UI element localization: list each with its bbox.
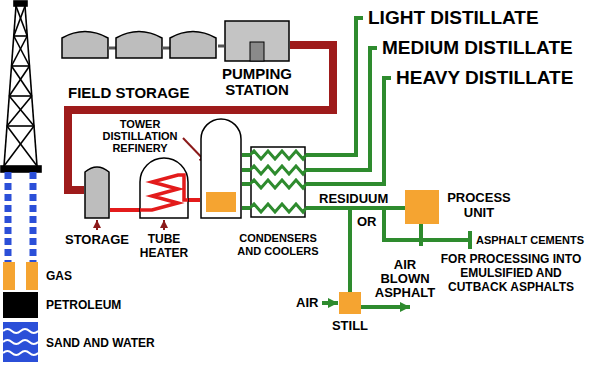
distillation-tower: TOWER DISTILLATION REFINERY: [200, 118, 242, 218]
product-label: ASPHALT CEMENTS: [476, 233, 596, 247]
well-casing: [8, 172, 33, 262]
process-unit-shape: [405, 190, 439, 224]
pumping-station-shape: [224, 20, 290, 62]
storage-tank: STORAGE: [84, 164, 110, 218]
pipe-connector: [110, 208, 140, 212]
storage-tank-shape: [84, 164, 110, 218]
condenser-cooler: CONDENSERS AND COOLERS: [250, 146, 306, 218]
pipe-connector: [218, 45, 224, 48]
still-unit-shape: [339, 292, 361, 314]
still-unit: STILL: [339, 292, 361, 314]
output-arrow: [361, 305, 410, 309]
tube-heater: TUBE HEATER: [140, 158, 188, 218]
storage-tanks: FIELD STORAGE: [60, 28, 218, 58]
distillation-tower-shape: [200, 118, 242, 218]
gas-layer: [3, 262, 38, 290]
product-label: MEDIUM DISTILLATE: [382, 38, 592, 58]
tube-heater-shape: [140, 158, 188, 218]
note-label: FOR PROCESSING INTO EMULSIFIED AND CUTBA…: [436, 252, 586, 294]
branch-label: OR: [357, 214, 383, 229]
stratum-label: SAND AND WATER: [46, 336, 176, 350]
process-unit: PROCESS UNIT: [405, 190, 439, 224]
node-label: STORAGE: [62, 232, 132, 247]
pumping-station: PUMPING STATION: [224, 20, 290, 62]
pipe-connector: [242, 155, 250, 208]
stratum-label: PETROLEUM: [46, 298, 136, 312]
sand-water-layer: [3, 322, 38, 362]
stratum-label: GAS: [46, 269, 106, 283]
node-label: STILL: [330, 318, 370, 333]
node-label: FIELD STORAGE: [68, 84, 208, 102]
node-label: PUMPING STATION: [216, 66, 298, 98]
node-label: TOWER DISTILLATION REFINERY: [98, 118, 182, 154]
node-label: TUBE HEATER: [136, 232, 192, 260]
edge-label: RESIDUUM: [318, 192, 389, 205]
product-label: AIR BLOWN ASPHALT: [368, 258, 442, 300]
product-label: HEAVY DISTILLATE: [396, 68, 594, 88]
node-label: CONDENSERS AND COOLERS: [236, 232, 320, 258]
node-label: PROCESS UNIT: [443, 190, 515, 220]
air-arrow: [322, 301, 338, 305]
pipe-connector: [188, 198, 200, 202]
petroleum-layer: [3, 292, 38, 318]
oil-derrick: [1, 1, 41, 172]
input-label: AIR: [296, 295, 324, 310]
product-label: LIGHT DISTILLATE: [368, 8, 573, 28]
storage-tanks-shape: [60, 28, 218, 58]
condenser-cooler-shape: [250, 146, 306, 218]
